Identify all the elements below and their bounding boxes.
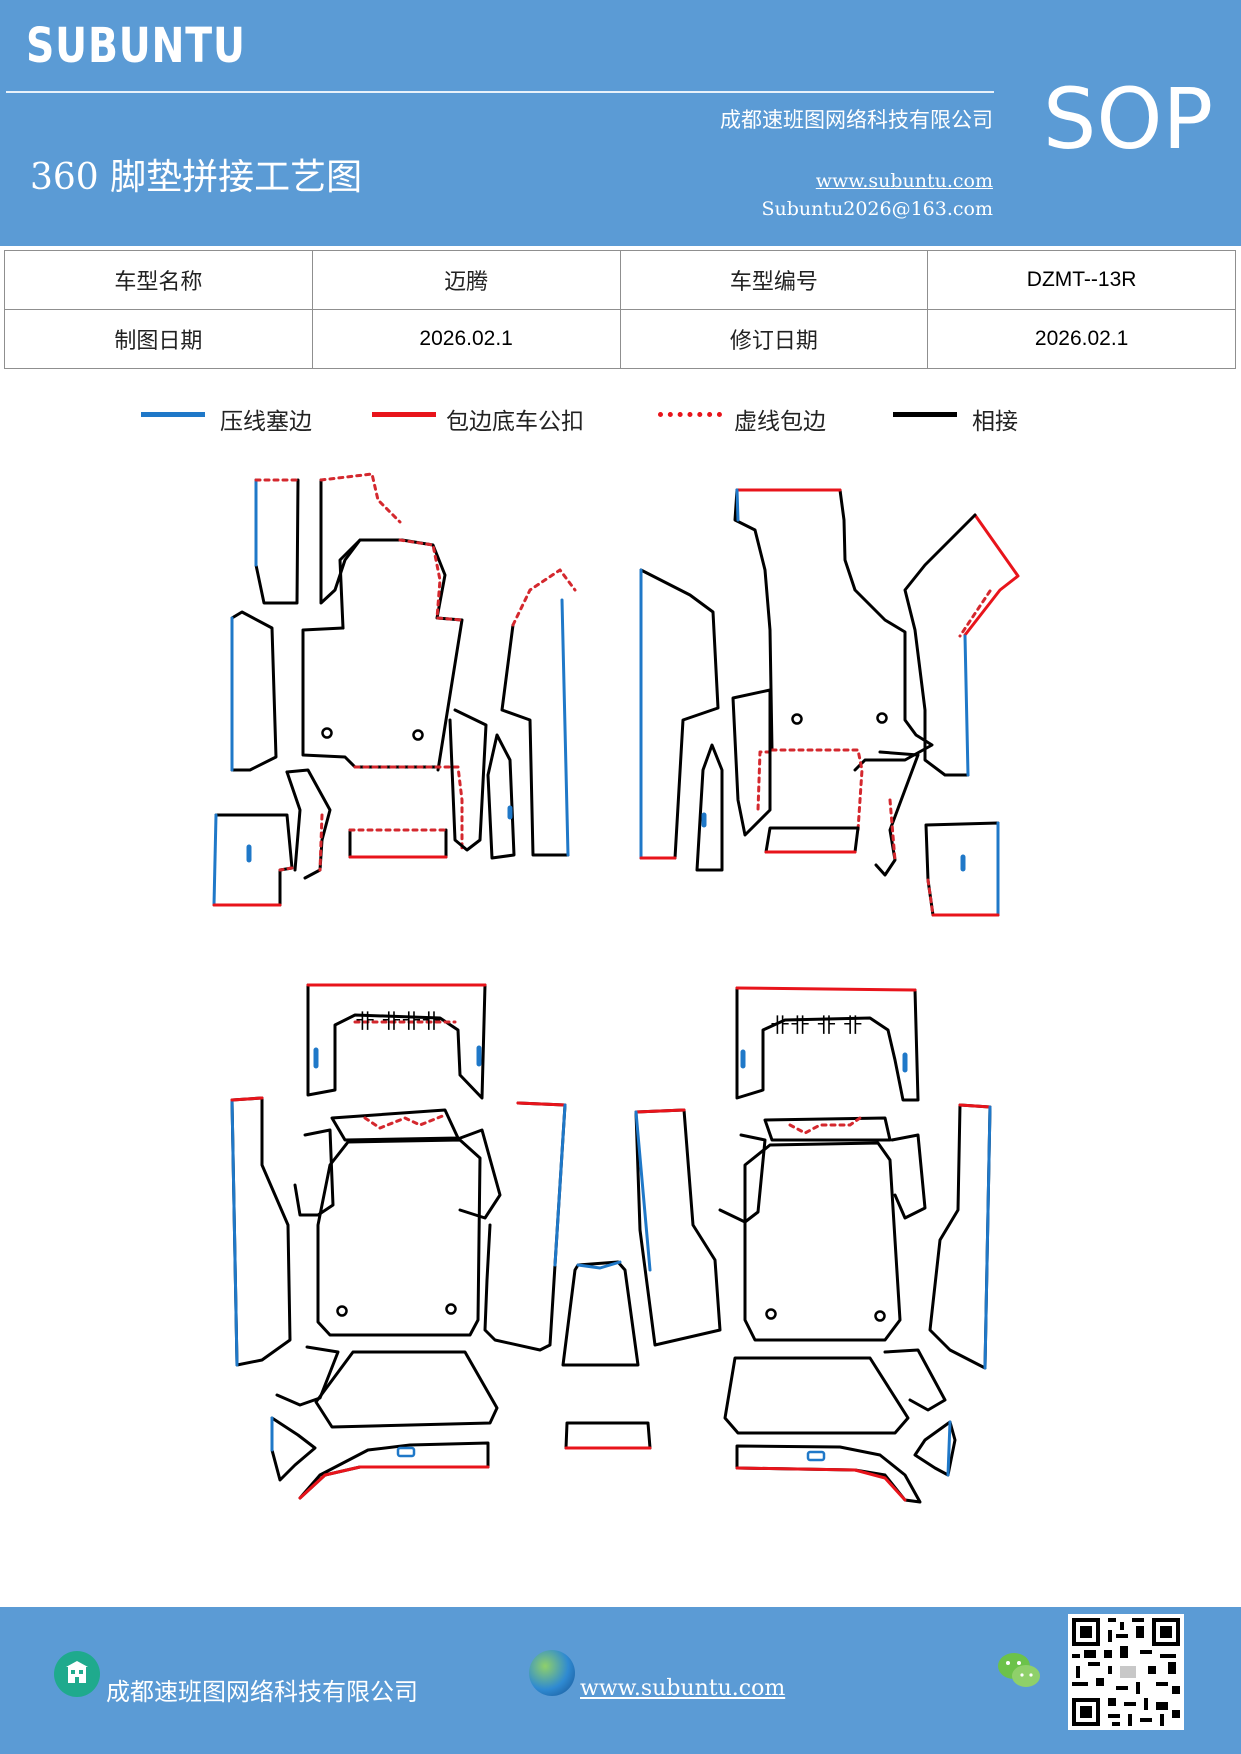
legend-swatch-red xyxy=(372,412,436,417)
model-name-value: 迈腾 xyxy=(311,250,621,310)
draw-date-value: 2026.02.1 xyxy=(311,309,621,369)
footer-website-link[interactable]: www.subuntu.com xyxy=(580,1676,786,1701)
legend-label: 包边底车公扣 xyxy=(446,409,584,435)
front-right-pieces xyxy=(639,488,1020,917)
company-name: 成都速班图网络科技有限公司 xyxy=(720,108,993,132)
model-code-value: DZMT--13R xyxy=(927,250,1236,310)
footer-company-name: 成都速班图网络科技有限公司 xyxy=(106,1678,418,1706)
table-row: 制图日期 2026.02.1 修订日期 2026.02.1 xyxy=(4,309,1236,369)
table-row: 车型名称 迈腾 车型编号 DZMT--13R xyxy=(4,250,1236,310)
svg-text:卝卝 卝 卝: 卝卝 卝 卝 xyxy=(770,1013,863,1037)
header-banner xyxy=(0,0,1241,246)
draw-date-label: 制图日期 xyxy=(4,309,313,369)
qr-code xyxy=(1068,1614,1184,1730)
front-left-pieces xyxy=(212,472,577,907)
wechat-icon[interactable] xyxy=(996,1651,1044,1691)
revise-date-value: 2026.02.1 xyxy=(927,309,1236,369)
legend-swatch-blue xyxy=(141,412,205,417)
info-table: 车型名称 迈腾 车型编号 DZMT--13R 制图日期 2026.02.1 修订… xyxy=(4,250,1236,369)
brand-logo: SUBUNTU xyxy=(26,18,246,74)
model-name-label: 车型名称 xyxy=(4,250,313,310)
legend-label: 相接 xyxy=(972,409,1018,435)
legend-label: 虚线包边 xyxy=(734,409,826,435)
email-address: Subuntu2026@163.com xyxy=(761,198,993,220)
rear-right-pieces: 卝卝 卝 卝 xyxy=(634,986,992,1504)
legend-swatch-black xyxy=(893,412,957,417)
svg-text:卝 卝卝卝: 卝 卝卝卝 xyxy=(355,1009,441,1033)
legend-swatch-red-dotted xyxy=(658,412,722,417)
revise-date-label: 修订日期 xyxy=(619,309,929,369)
globe-icon xyxy=(529,1650,575,1696)
floor-mat-diagram: 卝 卝卝卝 卝卝 卝 卝 xyxy=(212,472,1020,1504)
rear-left-pieces: 卝 卝卝卝 xyxy=(230,983,652,1500)
header-divider xyxy=(6,91,994,93)
building-icon xyxy=(54,1651,100,1697)
website-link[interactable]: www.subuntu.com xyxy=(815,170,993,192)
model-code-label: 车型编号 xyxy=(619,250,929,310)
page-title: 360 脚垫拼接工艺图 xyxy=(30,157,363,198)
doc-type-label: SOP xyxy=(1043,70,1214,168)
legend-label: 压线塞边 xyxy=(220,409,312,435)
